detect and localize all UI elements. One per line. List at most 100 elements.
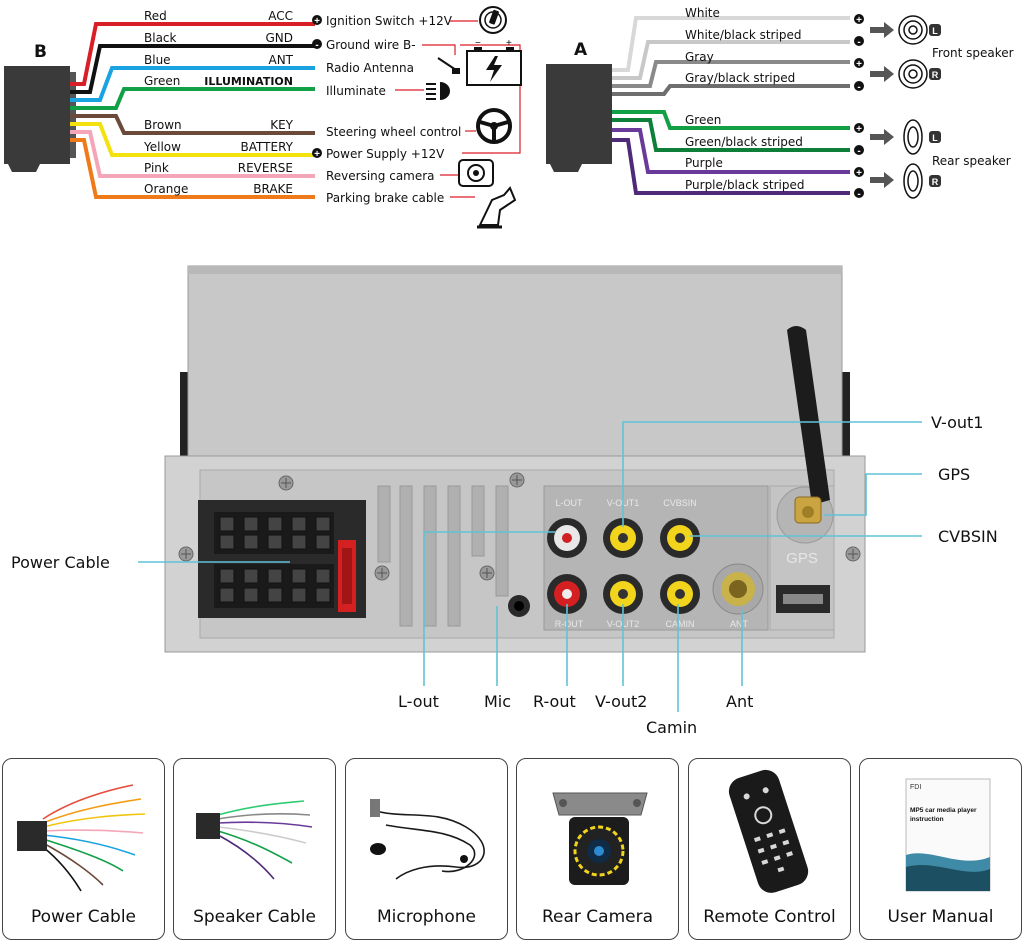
rca-cvbsin	[660, 518, 700, 558]
wire-b-color-6: Pink	[144, 161, 169, 175]
svg-text:-: -	[857, 189, 860, 200]
desc-ground: Ground wire B-	[326, 38, 416, 52]
callout-camin: Camin	[646, 718, 697, 737]
speaker-side-icon	[903, 163, 923, 199]
screw-icon	[845, 546, 861, 562]
plus-icon	[854, 58, 864, 68]
head-unit: L-OUT V-OUT1 CVBSIN R-OUT V-OUT2 CAMIN A…	[164, 265, 866, 653]
arrow-icon	[870, 22, 894, 38]
arrow-icon	[870, 129, 894, 145]
desc-brake: Parking brake cable	[326, 191, 444, 205]
wire-b-pin-7: BRAKE	[253, 182, 293, 196]
wire-green	[70, 87, 315, 110]
harness-a-wires	[612, 16, 850, 195]
port-label-gps: GPS	[786, 550, 818, 567]
ignition-key-icon	[479, 6, 507, 34]
speaker-side-3: R	[932, 177, 939, 187]
port-label-lout: L-OUT	[556, 498, 584, 508]
callout-lout: L-out	[398, 692, 439, 711]
accessory-label: Remote Control	[703, 907, 836, 927]
wire-a-3: Gray/black striped	[685, 71, 795, 85]
rca-lout	[547, 518, 587, 558]
battery-icon: − +	[466, 38, 522, 86]
accessory-label: User Manual	[887, 907, 994, 927]
rca-camin	[660, 574, 700, 614]
connector-a-label: A	[574, 40, 588, 60]
plus-icon	[854, 167, 864, 177]
harness-b-wires	[70, 22, 315, 199]
wiring-diagram: B Red Black Blue Green Brown Yellow Pink…	[4, 6, 1014, 737]
desc-power: Power Supply +12V	[326, 147, 445, 161]
gps-antenna	[787, 326, 830, 524]
wire-a-6: Purple	[685, 156, 723, 170]
manual-brand: FDI	[910, 784, 921, 791]
remote-control-icon	[728, 769, 809, 893]
manual-title-2: instruction	[910, 816, 944, 823]
rear-speaker-label: Rear speaker	[932, 154, 1011, 168]
accessory-user-manual: FDI MP5 car media player instruction Use…	[859, 758, 1022, 940]
desc-antenna: Radio Antenna	[326, 61, 414, 75]
port-label-rout: R-OUT	[555, 619, 584, 629]
speaker-side-1: R	[932, 70, 939, 80]
minus-icon	[854, 36, 864, 46]
svg-text:−: −	[475, 38, 481, 49]
wire-a-5: Green/black striped	[685, 135, 803, 149]
wire-blue	[70, 66, 315, 102]
accessory-label: Rear Camera	[541, 907, 654, 927]
svg-text:-: -	[857, 82, 860, 93]
minus-icon	[312, 39, 322, 49]
wire-a-0: White	[685, 6, 720, 20]
svg-text:-: -	[857, 146, 860, 157]
wire-pink	[70, 130, 315, 178]
speaker-side-0: L	[932, 26, 938, 36]
wire-a-4: Green	[685, 113, 721, 127]
svg-text:+: +	[856, 168, 862, 179]
wire-b-color-1: Black	[144, 31, 177, 45]
desc-steering: Steering wheel control	[326, 125, 461, 139]
accessory-speaker-cable: Speaker Cable	[173, 758, 336, 940]
screw-icon	[479, 565, 495, 581]
port-label-camin: CAMIN	[666, 619, 695, 629]
power-cable-icon	[17, 784, 146, 892]
wire-red	[70, 22, 315, 86]
accessory-label: Power Cable	[30, 907, 137, 927]
svg-text:+: +	[856, 124, 862, 135]
plus-icon	[312, 148, 322, 158]
wire-a-2: Gray	[685, 50, 714, 64]
wire-b-color-5: Yellow	[143, 140, 181, 154]
iso-connector	[198, 500, 366, 618]
rca-rout	[547, 574, 587, 614]
speaker-side-2: L	[932, 133, 938, 143]
wire-a-7: Purple/black striped	[685, 178, 804, 192]
wire-b-color-0: Red	[144, 9, 167, 23]
callout-mic: Mic	[484, 692, 511, 711]
speaker-icon	[898, 15, 928, 45]
steering-wheel-icon	[476, 108, 512, 144]
plus-icon	[854, 14, 864, 24]
wire-b-pin-0: ACC	[268, 9, 293, 23]
headlight-icon	[426, 82, 450, 100]
speaker-side-icon	[903, 119, 923, 155]
manual-title-1: MP5 car media player	[910, 807, 977, 814]
svg-text:+: +	[856, 15, 862, 26]
plus-icon	[854, 123, 864, 133]
screw-icon	[278, 475, 294, 491]
wire-b-pin-1: GND	[265, 31, 293, 45]
rear-camera-icon	[552, 792, 648, 885]
wire-b-color-3: Green	[144, 74, 180, 88]
wire-b-pin-6: REVERSE	[238, 161, 293, 175]
camera-icon	[458, 159, 494, 187]
accessory-remote-control: Remote Control	[688, 758, 851, 940]
screw-icon	[509, 472, 525, 488]
wire-b-pin-5: BATTERY	[241, 140, 294, 154]
port-label-ant: ANT	[730, 619, 749, 629]
wire-b-color-2: Blue	[144, 53, 171, 67]
accessory-power-cable: Power Cable	[2, 758, 165, 940]
microphone-icon	[370, 799, 485, 880]
arrow-icon	[870, 66, 894, 82]
plus-icon	[312, 15, 322, 25]
connector-b: B	[4, 42, 76, 172]
callout-ant: Ant	[726, 692, 753, 711]
screw-icon	[374, 565, 390, 581]
wire-orange	[70, 138, 315, 199]
